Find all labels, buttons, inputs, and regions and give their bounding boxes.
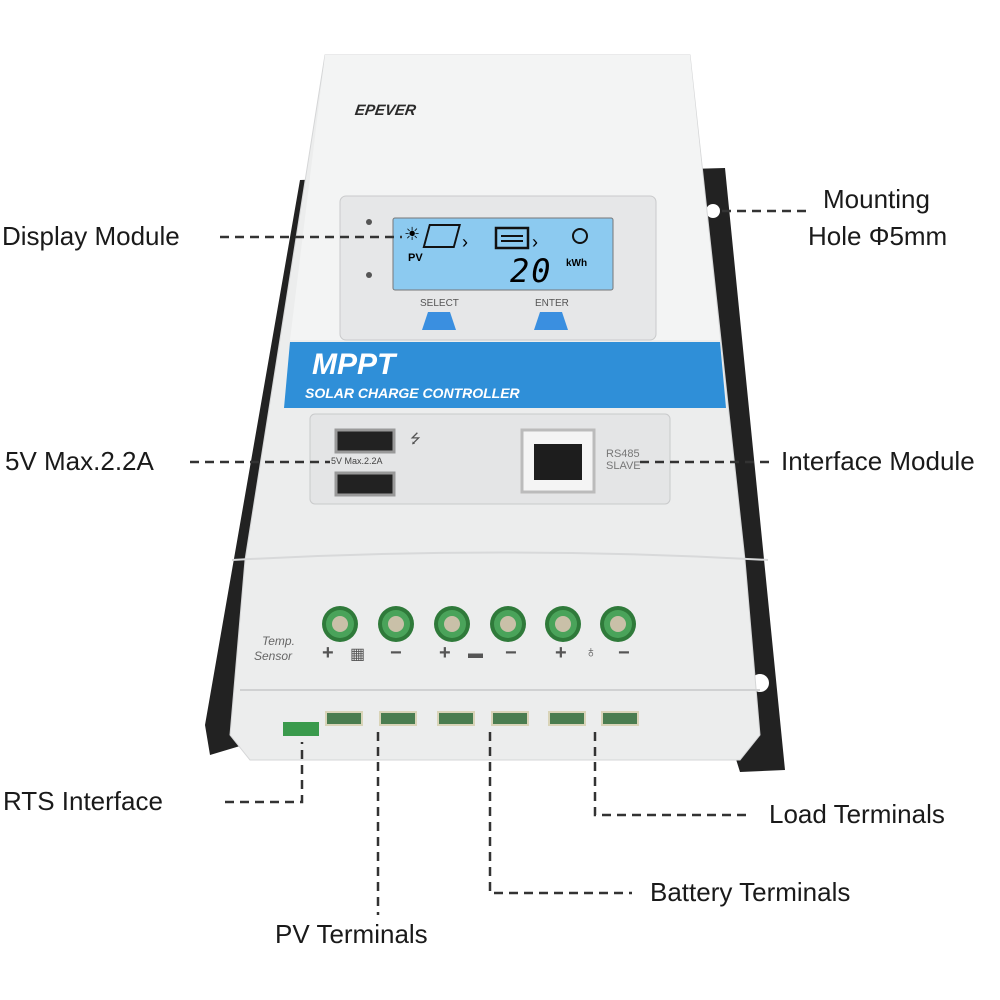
callout-display-module: Display Module <box>2 221 180 251</box>
sign-load-plus: + <box>555 642 567 664</box>
banner-subtitle: SOLAR CHARGE CONTROLLER <box>305 385 520 401</box>
led-indicator-2 <box>366 272 372 278</box>
lcd-value: 20 <box>510 252 553 290</box>
led-indicator-1 <box>366 219 372 225</box>
terminal-battery-negative[interactable] <box>490 606 526 642</box>
slot-load-negative <box>601 711 639 726</box>
sign-pv-plus: + <box>322 642 334 664</box>
lcd-unit: kWh <box>566 258 588 269</box>
banner-title: MPPT <box>312 348 396 381</box>
terminal-pv-negative[interactable] <box>378 606 414 642</box>
terminal-pv-positive[interactable] <box>322 606 358 642</box>
terminal-slots <box>325 711 639 726</box>
svg-text:›: › <box>532 232 538 252</box>
callout-load-terminals: Load Terminals <box>769 799 945 829</box>
callout-lines <box>190 209 812 915</box>
slot-pv-negative <box>379 711 417 726</box>
rs485-label: RS485 <box>606 448 640 460</box>
lcd-pv-label: PV <box>408 252 423 264</box>
sensor-label: Sensor <box>254 649 293 663</box>
sign-pv-minus: − <box>390 642 402 664</box>
terminal-load-positive[interactable] <box>545 606 581 642</box>
enter-button <box>534 312 568 330</box>
brand-logo: EPEVER <box>353 102 418 119</box>
usb-port-1 <box>334 428 396 454</box>
battery-lcd-icon <box>494 226 530 250</box>
callout-rts-interface: RTS Interface <box>3 786 163 816</box>
select-label: SELECT <box>420 298 459 309</box>
terminal-screws <box>322 606 636 642</box>
terminal-battery-positive[interactable] <box>434 606 470 642</box>
callout-interface-module: Interface Module <box>781 446 975 476</box>
temp-label: Temp. <box>262 634 295 648</box>
usb-icon-1: ⭍ <box>410 431 421 446</box>
terminal-load-negative[interactable] <box>600 606 636 642</box>
callout-battery-terminals: Battery Terminals <box>650 877 851 907</box>
solar-panel-icon <box>422 224 461 248</box>
sun-icon: ☀ <box>404 224 420 244</box>
callout-mounting-hole-line1: Mounting <box>823 184 930 214</box>
battery-icon: ▬ <box>468 645 483 662</box>
sign-bat-minus: − <box>505 642 517 664</box>
bulb-icon: ♁ <box>585 644 597 661</box>
select-button <box>422 312 456 330</box>
lcd-screen <box>392 217 614 291</box>
slave-label: SLAVE <box>606 460 641 472</box>
slot-battery-negative <box>491 711 529 726</box>
slot-load-positive <box>548 711 586 726</box>
callout-usb: 5V Max.2.2A <box>5 446 154 476</box>
slot-battery-positive <box>437 711 475 726</box>
banner <box>284 342 726 408</box>
enter-label: ENTER <box>535 298 569 309</box>
sign-load-minus: − <box>618 642 630 664</box>
solar-panel-icon: ▦ <box>350 646 366 663</box>
callout-mounting-hole-line2: Hole Φ5mm <box>808 221 948 251</box>
rts-connector <box>283 722 319 736</box>
svg-text:›: › <box>462 232 468 252</box>
usb-port-2 <box>334 471 396 497</box>
usb-rating-label: 5V Max.2.2A <box>331 456 383 466</box>
bulb-lcd-icon <box>572 228 588 244</box>
slot-pv-positive <box>325 711 363 726</box>
mounting-hole-top <box>706 204 720 218</box>
callout-pv-terminals: PV Terminals <box>275 919 428 949</box>
sign-bat-plus: + <box>439 642 451 664</box>
